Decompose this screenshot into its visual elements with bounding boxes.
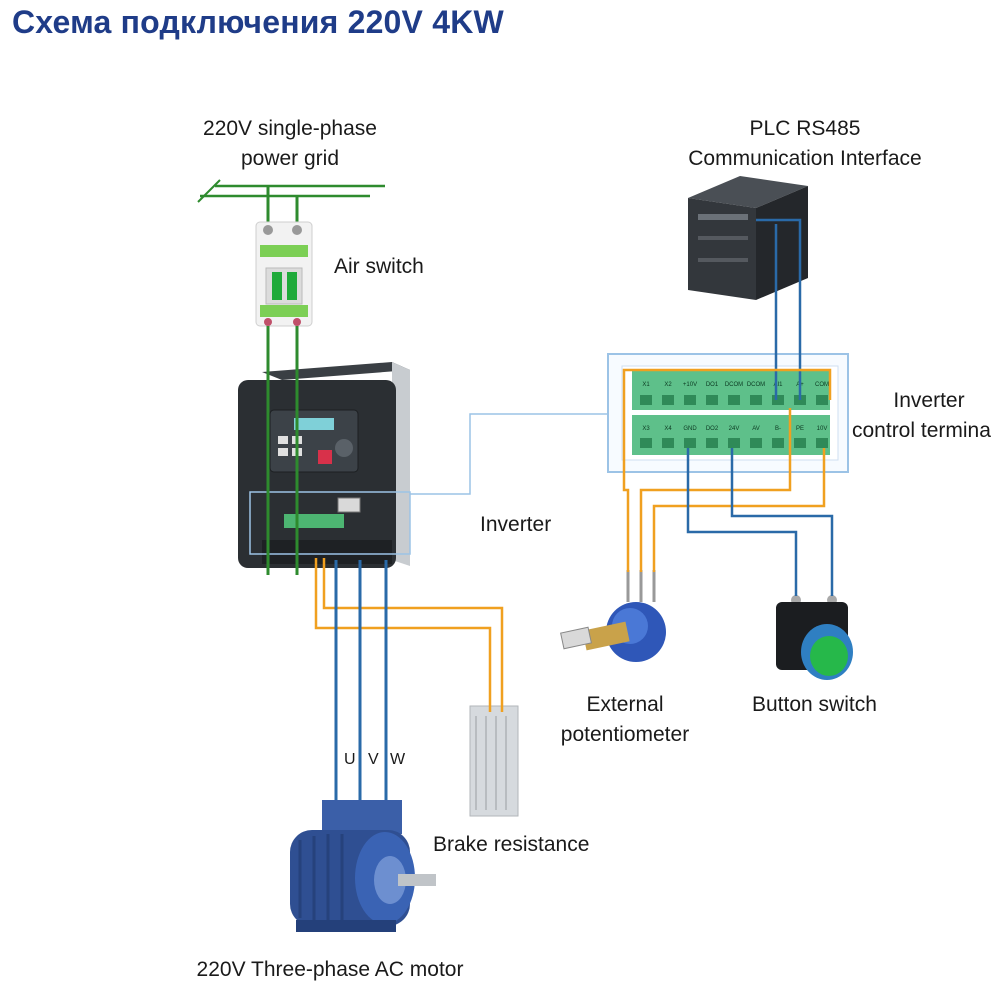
plc-label-line1: PLC RS485 bbox=[749, 117, 861, 140]
potentiometer-label-line1: External bbox=[586, 693, 664, 716]
terminal-top-3: DO1 bbox=[706, 382, 719, 388]
phase-w-label: W bbox=[390, 751, 406, 768]
control-terminal-block: X1 X2 +10V DO1 DCOM DCOM AI1 A+ COM X3 X… bbox=[607, 353, 849, 473]
control-terminal-label: Inverter control termina bbox=[852, 386, 1000, 446]
terminal-bottom-5: AV bbox=[752, 426, 760, 432]
air-switch-label: Air switch bbox=[334, 255, 424, 278]
button-switch-label: Button switch bbox=[752, 693, 877, 716]
terminal-top-0: X1 bbox=[642, 382, 650, 388]
brake-resistance-label: Brake resistance bbox=[433, 833, 590, 856]
power-grid-label-line2: power grid bbox=[240, 147, 340, 170]
button-switch-icon bbox=[776, 595, 853, 680]
potentiometer-label-line2: potentiometer bbox=[560, 723, 690, 746]
inverter-label: Inverter bbox=[480, 513, 552, 536]
plc-label: PLC RS485 Communication Interface bbox=[660, 114, 950, 174]
potentiometer-icon bbox=[560, 570, 666, 662]
motor-label: 220V Three-phase AC motor bbox=[196, 958, 464, 981]
terminal-bottom-7: PE bbox=[796, 426, 804, 432]
terminal-top-5: DCOM bbox=[747, 382, 765, 388]
terminal-bottom-4: 24V bbox=[729, 426, 740, 432]
potentiometer-label: External potentiometer bbox=[540, 690, 710, 750]
terminal-top-1: X2 bbox=[664, 382, 672, 388]
air-switch-icon bbox=[255, 221, 313, 327]
terminal-bottom-6: B- bbox=[775, 426, 781, 432]
power-grid-label: 220V single-phase power grid bbox=[170, 114, 410, 174]
terminal-bottom-2: GND bbox=[683, 426, 697, 432]
terminal-top-2: +10V bbox=[683, 382, 697, 388]
motor-icon bbox=[290, 800, 436, 932]
motor-wires bbox=[334, 560, 388, 806]
callout-line bbox=[410, 413, 608, 495]
control-terminal-label-line1: Inverter bbox=[893, 389, 965, 412]
terminal-bottom-3: DO2 bbox=[706, 426, 719, 432]
terminal-bottom-0: X3 bbox=[642, 426, 650, 432]
plc-module-icon bbox=[688, 176, 808, 300]
phase-u-label: U bbox=[344, 751, 356, 768]
phase-v-label: V bbox=[368, 751, 379, 768]
control-terminal-label-line2: control termina bbox=[852, 419, 991, 442]
brake-resistor-icon bbox=[469, 705, 519, 817]
terminal-bottom-1: X4 bbox=[664, 426, 672, 432]
terminal-top-4: DCOM bbox=[725, 382, 743, 388]
brake-wires bbox=[314, 558, 504, 712]
potentiometer-wires bbox=[622, 368, 832, 572]
terminal-bottom-8: 10V bbox=[817, 426, 828, 432]
button-wires bbox=[686, 448, 834, 596]
page-title: Схема подключения 220V 4KW bbox=[12, 4, 504, 40]
terminal-top-6: AI1 bbox=[773, 382, 783, 388]
terminal-top-8: COM bbox=[815, 382, 829, 388]
power-grid-label-line1: 220V single-phase bbox=[203, 117, 377, 140]
plc-label-line2: Communication Interface bbox=[688, 147, 922, 170]
inverter-icon bbox=[238, 362, 411, 568]
grid-wires bbox=[266, 326, 299, 575]
power-grid-icon bbox=[197, 179, 385, 232]
